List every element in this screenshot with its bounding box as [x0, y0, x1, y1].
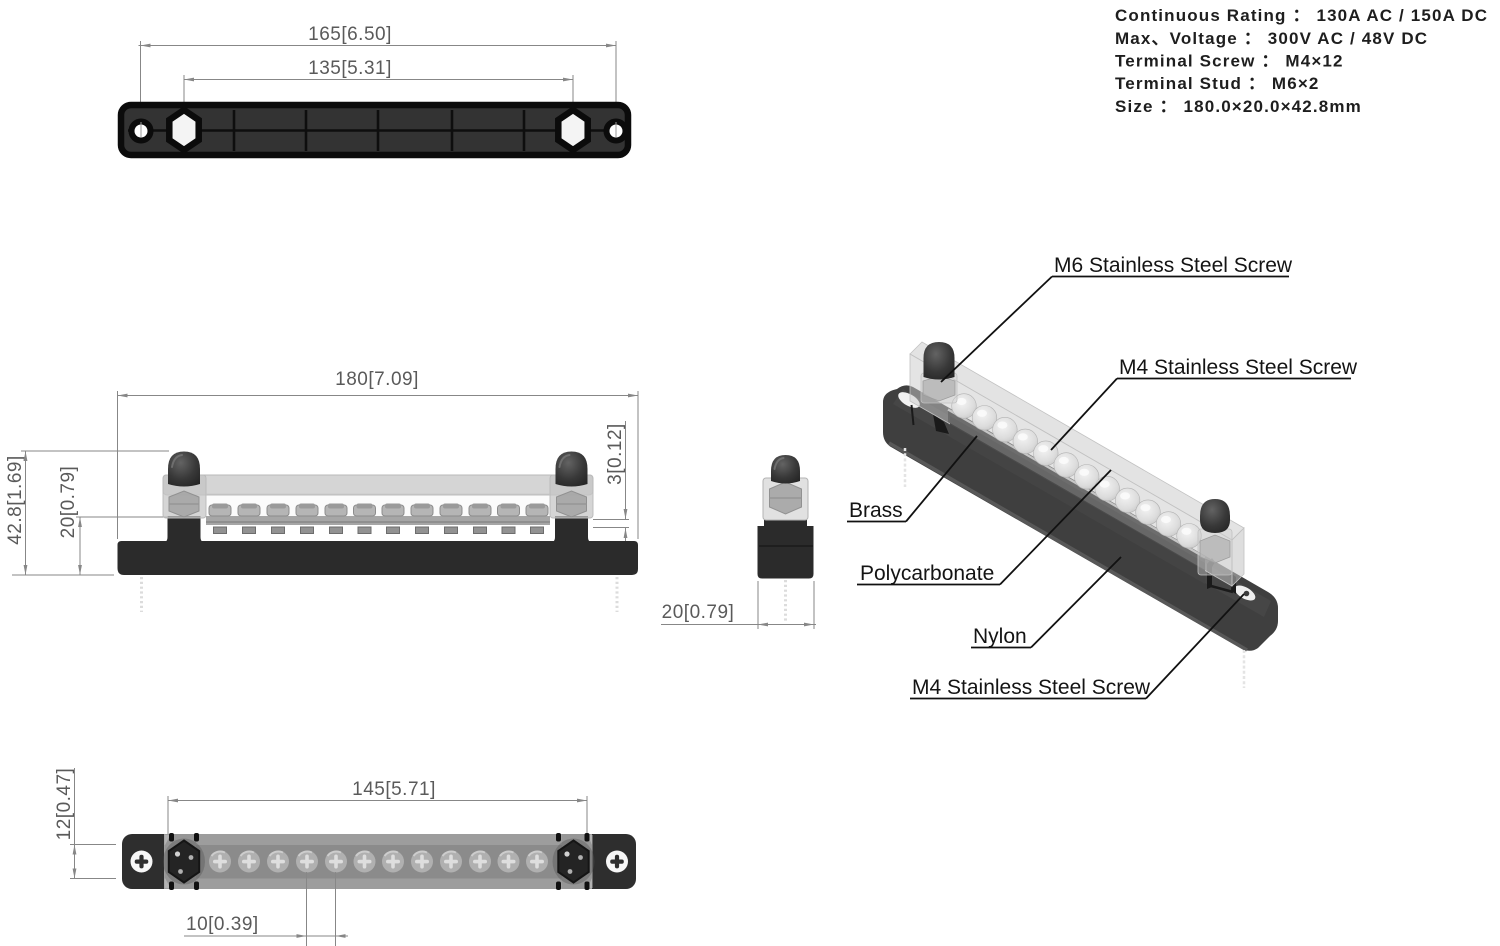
svg-text:10[0.39]: 10[0.39]: [186, 914, 259, 935]
svg-text:Polycarbonate: Polycarbonate: [860, 562, 994, 585]
svg-text:Terminal Screw ： M4×12: Terminal Screw ： M4×12: [1115, 52, 1344, 71]
svg-text:Brass: Brass: [849, 499, 903, 522]
svg-text:Size ： 180.0×20.0×42.8mm: Size ： 180.0×20.0×42.8mm: [1115, 97, 1362, 116]
svg-text:145[5.71]: 145[5.71]: [352, 779, 436, 800]
svg-text:180[7.09]: 180[7.09]: [335, 369, 419, 390]
svg-text:M4 Stainless Steel Screw: M4 Stainless Steel Screw: [912, 676, 1151, 699]
svg-text:Nylon: Nylon: [973, 625, 1027, 648]
svg-text:42.8[1.69]: 42.8[1.69]: [5, 455, 26, 545]
svg-text:M6 Stainless Steel Screw: M6 Stainless Steel Screw: [1054, 254, 1293, 277]
svg-text:Continuous Rating ： 130A AC /: Continuous Rating ： 130A AC / 150A DC: [1115, 6, 1488, 25]
svg-text:165[6.50]: 165[6.50]: [308, 24, 392, 45]
svg-text:20[0.79]: 20[0.79]: [58, 466, 79, 539]
svg-text:3[0.12]: 3[0.12]: [605, 423, 626, 485]
svg-text:M4 Stainless Steel Screw: M4 Stainless Steel Screw: [1119, 356, 1358, 379]
svg-text:Max、Voltage ： 300V AC / 48V DC: Max、Voltage ： 300V AC / 48V DC: [1115, 29, 1428, 48]
svg-text:12[0.47]: 12[0.47]: [54, 768, 75, 841]
svg-text:Terminal Stud ： M6×2: Terminal Stud ： M6×2: [1115, 74, 1320, 93]
svg-text:20[0.79]: 20[0.79]: [662, 602, 735, 623]
svg-text:135[5.31]: 135[5.31]: [308, 58, 392, 79]
